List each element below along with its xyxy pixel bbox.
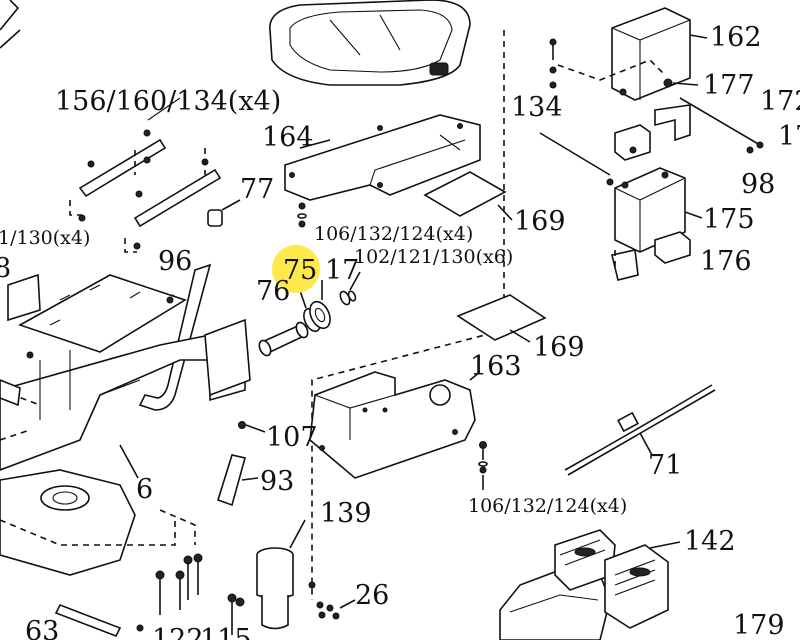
- leader-line: [119, 444, 139, 479]
- leader-line: [289, 519, 306, 549]
- cover-163: [309, 371, 476, 479]
- callout-156-160-134: 156/160/134(x4): [55, 86, 281, 117]
- leader-line: [349, 271, 361, 291]
- callout-93: 93: [260, 466, 294, 497]
- callout-169-mid: 169: [533, 332, 585, 363]
- bracket: [654, 104, 691, 142]
- callout-115: 115: [200, 624, 252, 640]
- leader-dash: [69, 200, 82, 216]
- leader-dash: [557, 59, 666, 81]
- leader-line: [649, 541, 681, 549]
- highlight-circle: [272, 245, 320, 293]
- callout-134: 134: [511, 92, 563, 123]
- leader-line: [672, 82, 699, 86]
- callout-17-mid: 17: [325, 255, 359, 286]
- fastener-stack-bottom: [478, 441, 488, 474]
- callout-164: 164: [262, 122, 314, 153]
- gasket-169-top: [423, 171, 507, 217]
- relay-small: [614, 124, 651, 161]
- callout-139: 139: [320, 498, 372, 529]
- callout-26: 26: [355, 580, 389, 611]
- frame-dash: [0, 509, 196, 546]
- callout-162: 162: [710, 22, 762, 53]
- fastener-107: [238, 421, 246, 429]
- bearing-assembly: [258, 290, 357, 357]
- fasteners-26: [308, 581, 340, 620]
- leader-line: [241, 477, 259, 481]
- leader-line: [299, 139, 331, 149]
- callout-17-right: 17: [778, 121, 800, 152]
- bolt-77: [207, 199, 241, 227]
- callout-76: 76: [256, 276, 290, 307]
- callout-96: 96: [158, 246, 192, 277]
- callout-75: 75: [283, 255, 317, 286]
- callout-169-top: 169: [514, 206, 566, 237]
- leader-line: [689, 34, 708, 39]
- rod-172: [679, 97, 761, 146]
- seat-rails: [78, 97, 222, 250]
- bolts-bottom: [136, 553, 245, 635]
- starter-139: [256, 547, 294, 630]
- frame-6: [0, 273, 251, 576]
- corner-edge: [0, 0, 21, 49]
- callout-163: 163: [470, 351, 522, 382]
- cover-plate-164: [284, 114, 481, 201]
- leader-dash: [134, 148, 206, 175]
- fuse-box-162: [611, 7, 691, 101]
- callout-106-bottom: 106/132/124(x4): [468, 495, 627, 517]
- callout-179: 179: [733, 610, 785, 640]
- leader-dash: [124, 238, 137, 253]
- screw-134: [549, 38, 557, 89]
- gasket-169-mid: [456, 294, 547, 341]
- fastener-177: [663, 78, 673, 88]
- leader-line: [684, 211, 703, 219]
- callout-106-top: 106/132/124(x4): [314, 223, 473, 245]
- callout-107: 107: [266, 422, 318, 453]
- callout-102-121-130: 102/121/130(x6): [354, 246, 513, 268]
- callout-77: 77: [240, 174, 274, 205]
- callout-177: 177: [703, 70, 755, 101]
- callout-175: 175: [703, 204, 755, 235]
- clamp-176: [654, 231, 691, 264]
- callout-63: 63: [25, 616, 59, 640]
- callout-71: 71: [648, 450, 682, 481]
- callout-122: 122: [152, 624, 204, 640]
- dashed-divider: [311, 329, 505, 600]
- leader-line: [509, 329, 531, 343]
- throttle-cable-71: [564, 384, 716, 476]
- pin-63: [54, 603, 122, 638]
- rod-left: [539, 132, 611, 176]
- fastener-stack: [297, 202, 307, 228]
- callout-172: 172: [760, 86, 800, 117]
- leader-line: [339, 599, 356, 609]
- leader-line: [469, 371, 481, 381]
- pedal-93: [217, 454, 246, 507]
- callout-8: 8: [0, 253, 11, 284]
- callout-176: 176: [700, 246, 752, 277]
- clamp-176-b: [611, 249, 639, 281]
- battery-175: [614, 167, 686, 253]
- callout-98: 98: [741, 169, 775, 200]
- callout-6: 6: [136, 474, 153, 505]
- callout-130-left: 1/130(x4): [0, 227, 90, 249]
- leader-line: [245, 424, 266, 433]
- leader-line: [497, 204, 513, 221]
- seat-part: [269, 0, 471, 86]
- engine-142: [499, 529, 669, 640]
- callout-142: 142: [684, 526, 736, 557]
